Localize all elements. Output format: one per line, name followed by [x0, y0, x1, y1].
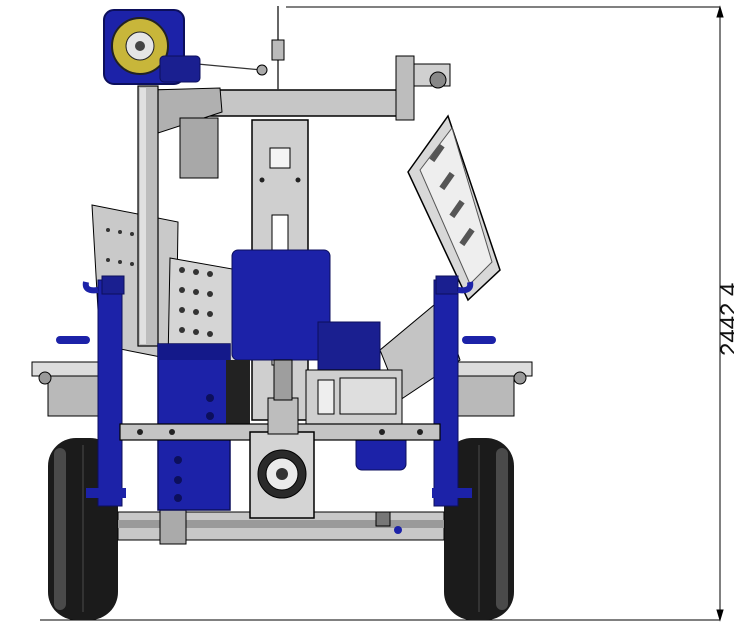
cable-reel — [103, 9, 201, 85]
dimension-arrow-bottom — [716, 609, 724, 622]
dimension-label: 2442,4 — [716, 282, 734, 356]
gear-housing — [249, 359, 315, 519]
left-mast — [137, 85, 159, 347]
right-tire — [444, 438, 514, 620]
right-components — [305, 369, 407, 471]
right-blue-frame — [432, 275, 496, 507]
right-side-table — [447, 361, 533, 417]
dimension-arrow-top — [716, 5, 724, 18]
dimension-lines — [40, 5, 724, 622]
hydraulic-tank — [231, 249, 381, 373]
left-blue-frame — [56, 275, 126, 507]
